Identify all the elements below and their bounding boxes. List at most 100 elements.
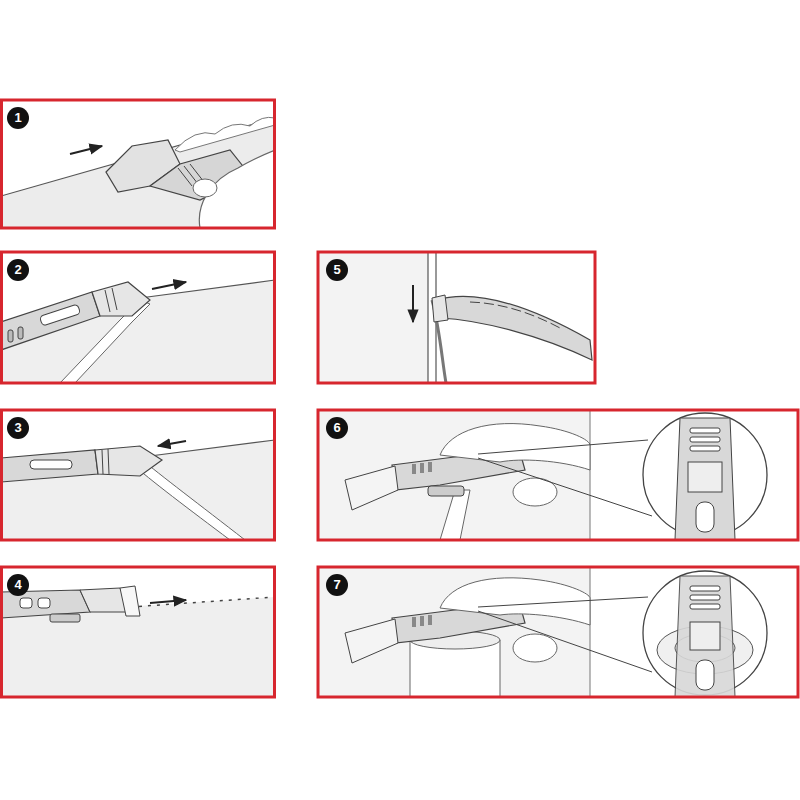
thumb: [513, 634, 557, 662]
surface: [1, 440, 275, 540]
direction-arrow: [70, 146, 102, 154]
surface: [1, 280, 275, 383]
callout-number: 5: [326, 259, 348, 281]
callout-number: 3: [7, 417, 29, 439]
scraper-blade: [345, 466, 398, 510]
hole-cap: [428, 486, 464, 496]
panel-2-art: [1, 280, 275, 383]
step-badge: 2: [7, 259, 29, 281]
background: [318, 410, 590, 540]
badge-circle: [326, 259, 348, 281]
callout-number: 6: [326, 417, 348, 439]
wall: [318, 252, 428, 383]
surface: [1, 118, 275, 228]
callout-number: 2: [7, 259, 29, 281]
tool-slot: [470, 302, 560, 328]
grip: [420, 616, 424, 626]
step-badge: 6: [326, 417, 348, 439]
grip: [18, 327, 23, 339]
badge-circle: [7, 574, 29, 596]
zoom-tool: [675, 418, 735, 540]
badge-circle: [326, 417, 348, 439]
panel-frame: [2, 410, 275, 540]
divider: [590, 410, 591, 540]
grip: [428, 615, 432, 625]
panel-frame: [318, 567, 798, 697]
step-badge: 7: [326, 574, 348, 596]
step-badge: 4: [7, 574, 29, 596]
tool-ridge: [102, 450, 103, 474]
step-badge: 1: [7, 107, 29, 129]
zoom-slot: [690, 437, 720, 442]
scraper-blade: [345, 619, 398, 663]
step-badge: 5: [326, 259, 348, 281]
sealant-bead: [175, 117, 275, 152]
tool-nose: [95, 446, 162, 476]
background: [318, 567, 590, 697]
joint-line: [140, 280, 275, 298]
grip: [412, 617, 416, 627]
callout-number: 4: [7, 574, 29, 596]
zoom-hole: [688, 462, 722, 492]
callout-number: 7: [326, 574, 348, 596]
zoom-hole: [690, 622, 720, 650]
direction-arrow: [152, 282, 186, 289]
panel-frame: [2, 567, 275, 697]
screw-knob: [50, 614, 80, 622]
panel-frame: [318, 252, 595, 383]
zoom-slot: [690, 586, 720, 591]
thumb: [193, 179, 217, 197]
zoom-circle: [643, 413, 767, 537]
badge-circle: [7, 107, 29, 129]
tool-ridge: [184, 166, 198, 184]
panel-3-art: [1, 440, 275, 540]
zoom-slot: [690, 595, 720, 600]
leader-line: [478, 440, 648, 454]
tool-ridge: [105, 290, 110, 312]
scraper-blade: [120, 586, 140, 616]
handle-slot: [30, 460, 72, 469]
panel-1-art: [1, 117, 275, 228]
step-badge: 3: [7, 417, 29, 439]
zoom-circle: [643, 571, 767, 695]
panel-6-art: [318, 410, 767, 540]
zoom-slot: [690, 446, 720, 451]
zoom-slot: [690, 428, 720, 433]
direction-arrow: [412, 285, 414, 322]
panel-frame: [2, 252, 275, 383]
cartridge-tip: [440, 490, 470, 540]
joint-line: [150, 440, 275, 456]
tool-handle: [1, 450, 98, 482]
tool-ridge: [108, 449, 109, 474]
corner-line: [427, 252, 428, 383]
grip: [412, 464, 416, 474]
leader-line: [478, 611, 652, 672]
tool-ridge: [178, 168, 192, 186]
grip: [420, 463, 424, 473]
zoom-slot: [696, 502, 714, 532]
residue-line: [130, 597, 275, 607]
grip: [428, 462, 432, 472]
tool-nose: [92, 282, 150, 316]
handle-slot: [20, 598, 32, 608]
panel-7-art: [318, 567, 767, 697]
handle-slot: [39, 304, 80, 326]
badge-circle: [7, 259, 29, 281]
leader-line: [478, 458, 652, 516]
handle-slot: [38, 598, 50, 608]
panel-frame: [318, 410, 798, 540]
zoom-tool: [675, 576, 735, 697]
badge-circle: [7, 417, 29, 439]
divider: [590, 567, 591, 697]
panel-4-art: [1, 586, 275, 697]
direction-arrow: [150, 600, 186, 603]
panel-frame: [2, 100, 275, 228]
tool-ridge: [112, 288, 117, 310]
panel-5-art: [318, 252, 592, 383]
badge-circle: [326, 574, 348, 596]
tool-nose: [432, 295, 448, 322]
zoom-slot: [696, 660, 714, 690]
